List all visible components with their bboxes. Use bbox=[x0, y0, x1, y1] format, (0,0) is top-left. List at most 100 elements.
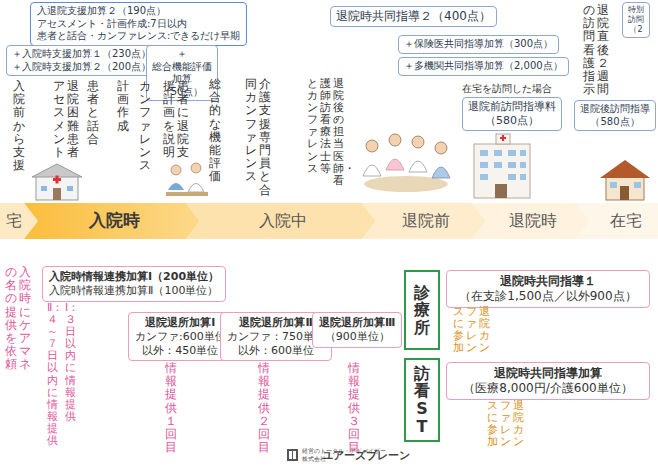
provider-box: 診療所 bbox=[404, 270, 440, 350]
addon-box: ＋入院時支援加算１（230点）＋入院時支援加算２（200点） bbox=[6, 45, 157, 76]
vertical-column: 護師・訪看・療法士等 bbox=[320, 78, 331, 175]
vertical-column: 情報提供２回目 bbox=[258, 362, 270, 454]
care-box: 退院時共同指導１（在支診1,500点／以外900点） bbox=[446, 270, 650, 308]
vertical-note: 患者に退院支援計画を説明 bbox=[162, 80, 190, 159]
staff-group-figure bbox=[363, 134, 450, 192]
vertical-note: 退院カンファレンスに参加 bbox=[486, 400, 525, 448]
vertical-column: 訪看ST bbox=[414, 365, 430, 435]
vertical-column: Ⅱ：４～７日以内に情報提供 bbox=[47, 302, 58, 447]
note-label: 在宅を訪問した場合 bbox=[462, 82, 552, 96]
node-text: （900単位） bbox=[319, 330, 395, 344]
vertical-column: Ⅰ：３日以内に情報提供 bbox=[65, 302, 76, 423]
node-text: 以外：450単位 bbox=[135, 344, 226, 358]
node-title: 退院後訪問指導 （580点） bbox=[580, 103, 650, 128]
node-title: 退院前訪問指導料 （580点） bbox=[468, 100, 556, 128]
vertical-column: 退院後の担当医師・看 bbox=[333, 78, 344, 187]
vertical-note: 情報提供２回目 bbox=[257, 362, 271, 454]
node-title: 入院時 bbox=[89, 210, 140, 231]
care-box: 退院退所加算Ⅰカンファ:600単位以外：450単位 bbox=[128, 312, 233, 361]
addon-box: ＋多機関共同指導加算（2,000点） bbox=[398, 57, 569, 76]
vertical-column: の訪問看護指示 bbox=[583, 4, 595, 96]
vertical-column: 患者と話合 bbox=[87, 80, 99, 146]
vertical-note: 退院カンファレンスに参加 bbox=[452, 306, 491, 354]
vertical-column: 患者に退院支 bbox=[177, 80, 189, 159]
vertical-column: カンファレンス bbox=[139, 80, 151, 172]
vertical-column: 介護支援専門員と合 bbox=[259, 78, 271, 197]
node-text: 以外：600単位 bbox=[227, 344, 325, 358]
vertical-column: ファレン bbox=[466, 306, 477, 354]
vertical-note: 総合的な機能評価 bbox=[208, 78, 222, 184]
provider-box: 訪看ST bbox=[404, 358, 440, 442]
node-title: 入退院支援加算２（190点） bbox=[37, 5, 240, 18]
vertical-note: 情報提供１回目 bbox=[164, 362, 178, 454]
timeline-chevron: 退院前 bbox=[362, 203, 486, 239]
node-title: 退院時共同指導加算 bbox=[453, 366, 643, 381]
vertical-column: 退院カン bbox=[513, 400, 524, 448]
vertical-note: 退院困難患者アセスメント bbox=[52, 80, 80, 159]
vertical-note: 介護支援専門員と合同カンファレンス bbox=[244, 78, 272, 197]
node-title: 宅 bbox=[6, 211, 22, 231]
chevron-fill bbox=[472, 203, 590, 239]
node-text: （医療8,000円/介護600単位） bbox=[453, 381, 643, 396]
node-title: 入院時情報連携加算Ⅰ（200単位） bbox=[49, 270, 219, 284]
vertical-column: 援計画を説明 bbox=[163, 80, 175, 159]
vertical-note: 退院直後２週間の訪問看護指示 bbox=[582, 4, 610, 96]
node-title: 退院時 bbox=[509, 211, 557, 231]
addon-box: ＋保険医共同指導加算（300点） bbox=[398, 35, 559, 54]
vertical-note: 患者と話合 bbox=[86, 80, 100, 146]
node-title: 入院中 bbox=[259, 211, 307, 231]
chevron-fill bbox=[576, 203, 658, 239]
doctor-patient-figure bbox=[166, 163, 208, 196]
chevron-fill bbox=[186, 203, 376, 239]
vertical-note: 入院前から支援 bbox=[12, 80, 26, 172]
vertical-column: 入院前から支援 bbox=[13, 80, 25, 172]
vertical-column: とカンファレンス bbox=[307, 78, 318, 175]
vertical-column: アセスメント bbox=[53, 80, 65, 159]
hospital-building bbox=[474, 134, 530, 198]
hospital-icon bbox=[32, 164, 82, 200]
support-box: 入退院支援加算２（190点）アセスメント・計画作成:7日以内患者と話合・カンファ… bbox=[30, 2, 247, 46]
node-title: 退院退所加算Ⅰ bbox=[135, 316, 226, 330]
vertical-column: 同カンファレンス bbox=[245, 78, 257, 184]
visit-box: 特別 訪問 （2 bbox=[622, 2, 650, 38]
node-title: 診療所 bbox=[413, 284, 431, 337]
note-label: ユアーズブレーン bbox=[322, 448, 410, 463]
vertical-column: 入院時にケアマネ bbox=[19, 266, 31, 372]
timeline-chevron: 入院中 bbox=[186, 203, 376, 239]
care-box: 退院退所加算Ⅲ（900単位） bbox=[312, 312, 402, 348]
vertical-column: スに参加 bbox=[487, 400, 498, 448]
vertical-note: カンファレンス bbox=[138, 80, 152, 172]
timeline-chevron: 入院時 bbox=[24, 203, 200, 239]
node-title: 退院時共同指導２（400点） bbox=[336, 9, 491, 24]
vertical-column: 計画作成 bbox=[117, 80, 129, 133]
chevron-fill bbox=[24, 203, 200, 239]
node-text: 入院時情報連携加算Ⅱ（100単位） bbox=[49, 284, 219, 298]
node-title: ＋多機関共同指導加算（2,000点） bbox=[404, 60, 563, 73]
visit-box: 退院前訪問指導料 （580点） bbox=[462, 97, 562, 131]
vertical-note: 退院後の担当医師・看護師・訪看・療法士等とカンファレンス bbox=[306, 78, 345, 187]
vertical-note: Ⅱ：４～７日以内に情報提供 bbox=[46, 302, 59, 447]
care-box: 入院時情報連携加算Ⅰ（200単位）入院時情報連携加算Ⅱ（100単位） bbox=[42, 266, 226, 302]
vertical-column: の名の提供を依頼 bbox=[5, 266, 17, 372]
node-title: 訪看ST bbox=[413, 365, 431, 435]
vertical-column: 退院困難患者 bbox=[67, 80, 79, 159]
chevron-fill bbox=[362, 203, 486, 239]
vertical-column: 診療所 bbox=[414, 284, 430, 337]
timeline-chevron: 退院時 bbox=[472, 203, 590, 239]
vertical-column: 情報提供１回目 bbox=[165, 362, 177, 454]
node-title: 特別 訪問 （2 bbox=[628, 5, 644, 35]
node-text: 患者と話合・カンファレンス:できるだけ早期 bbox=[37, 30, 240, 43]
node-title: ＋入院時支援加算１（230点） bbox=[12, 48, 151, 61]
node-title: 在宅 bbox=[610, 211, 642, 231]
node-title: 退院時共同指導１ bbox=[453, 274, 643, 289]
visit-box: 退院後訪問指導 （580点） bbox=[574, 100, 656, 131]
house-icon bbox=[600, 160, 650, 200]
node-text: ＋入院時支援加算２（200点） bbox=[12, 61, 151, 74]
timeline-chevron: 在宅 bbox=[576, 203, 658, 239]
node-text: カンファ：750単位 bbox=[227, 330, 325, 344]
vertical-note: 情報提供３回目 bbox=[347, 362, 361, 454]
care-box: 退院時共同指導加算（医療8,000円/介護600単位） bbox=[446, 362, 650, 400]
vertical-note: 入院時にケアマネの名の提供を依頼 bbox=[4, 266, 32, 372]
vertical-column: 総合的な機能評価 bbox=[209, 78, 221, 184]
vertical-column: ファレン bbox=[500, 400, 511, 448]
